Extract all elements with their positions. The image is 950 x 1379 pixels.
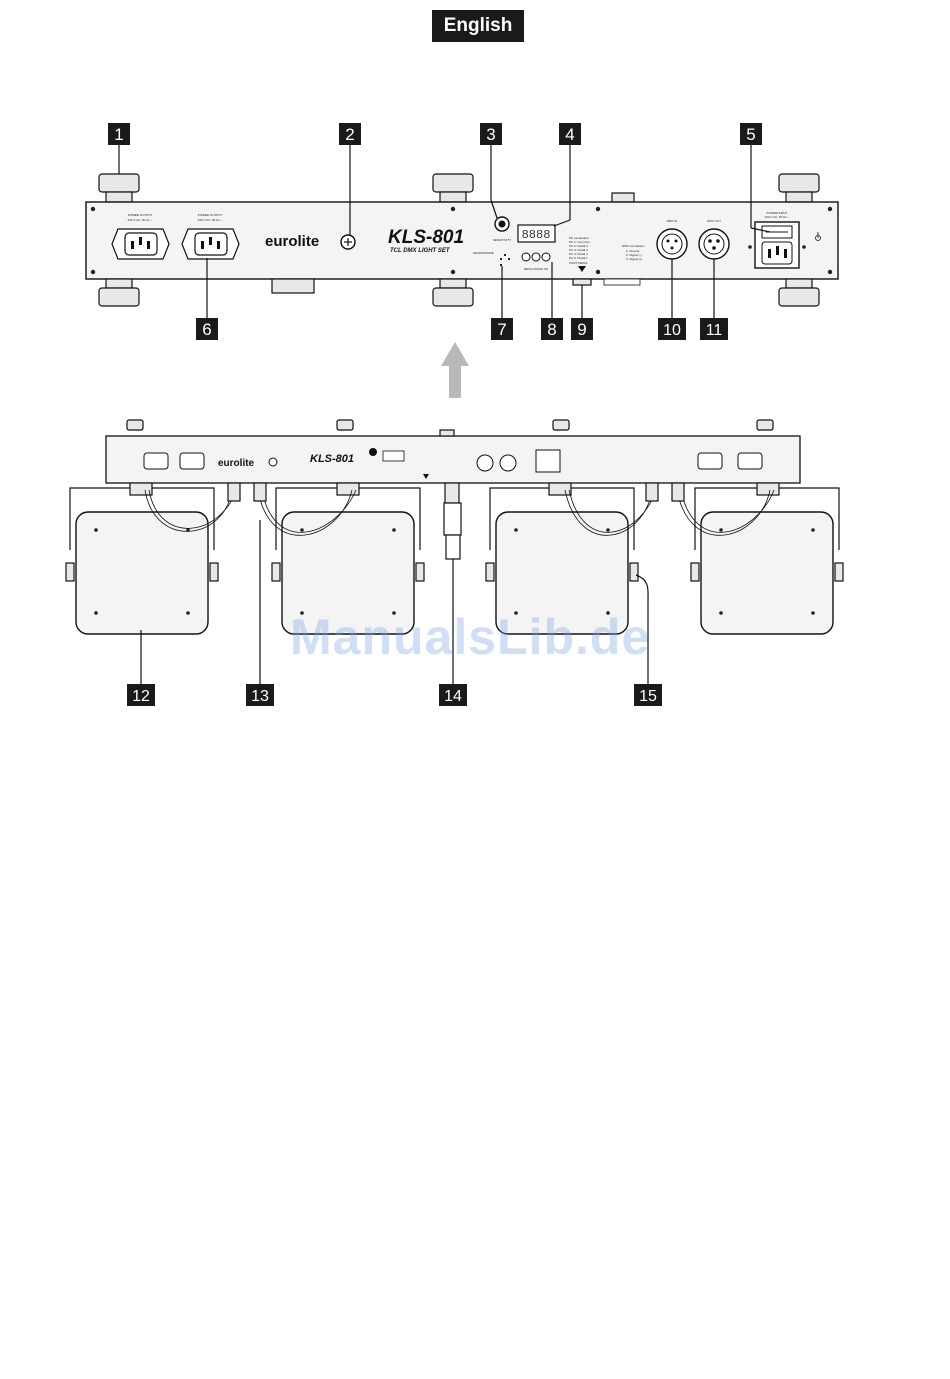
svg-text:14: 14: [444, 688, 462, 705]
callout-10: 10: [658, 318, 686, 340]
bar-body: [105, 435, 801, 484]
spot-1: [65, 482, 219, 635]
microphone-holes: [500, 254, 510, 266]
foot-knob: [432, 173, 474, 203]
svg-text:1: Ground: 1: Ground: [626, 249, 640, 253]
front-panel-detail: POWER OUTPUT 230 V AC, 50 Hz ~ POWER OUT…: [85, 145, 839, 318]
callout-14: 14: [439, 684, 467, 706]
cable-clips: [271, 278, 315, 294]
svg-text:11: 11: [706, 322, 723, 339]
callout-9: 9: [571, 318, 593, 340]
menu-buttons: MENU DOWN UP: [521, 252, 551, 271]
microphone-label: MICROPHONE: [473, 251, 494, 255]
svg-text:MENU DOWN UP: MENU DOWN UP: [524, 267, 548, 271]
callout-15: 15: [634, 684, 662, 706]
foot-knob: [98, 173, 140, 203]
svg-text:8: 8: [547, 320, 556, 339]
callout-1: 1: [108, 123, 130, 145]
svg-text:230 V AC, 50 Hz ~: 230 V AC, 50 Hz ~: [765, 215, 790, 219]
svg-text:13: 13: [251, 688, 269, 705]
foot-knob: [778, 173, 820, 203]
svg-text:FOOT PEDAL: FOOT PEDAL: [569, 261, 588, 265]
fuse-holder: [340, 234, 356, 250]
svg-text:3: Signal (+): 3: Signal (+): [626, 257, 642, 261]
svg-text:15: 15: [639, 688, 657, 705]
svg-text:SENSITIVITY: SENSITIVITY: [493, 238, 511, 242]
svg-text:Pin 4: Pedal 2: Pin 4: Pedal 2: [569, 252, 588, 256]
callout-4: 4: [559, 123, 581, 145]
svg-text:Pin 1: Common: Pin 1: Common: [569, 240, 590, 244]
dmx-occupation: DMX occupation: 1: Ground 2: Signal (-) …: [622, 244, 645, 261]
spot-2: [271, 482, 425, 635]
callout-5: 5: [740, 123, 762, 145]
foot-knob: [432, 278, 474, 307]
svg-text:4: 4: [565, 125, 574, 144]
spot-3: [485, 482, 639, 635]
model-subtitle: TCL DMX LIGHT SET: [390, 248, 451, 254]
foot-knob: [98, 278, 140, 307]
svg-text:9: 9: [577, 320, 586, 339]
svg-text:DMX IN: DMX IN: [667, 219, 678, 223]
svg-text:DMX occupation:: DMX occupation:: [622, 244, 645, 248]
callout-12: 12: [127, 684, 155, 706]
svg-text:10: 10: [663, 322, 681, 339]
svg-text:Pin 5: Pedal 1: Pin 5: Pedal 1: [569, 256, 588, 260]
model-name: KLS-801: [388, 227, 464, 248]
callout-7: 7: [491, 318, 513, 340]
svg-text:230 V AC, 50 Hz ~: 230 V AC, 50 Hz ~: [198, 218, 223, 222]
callout-2: 2: [339, 123, 361, 145]
svg-text:1: 1: [114, 125, 123, 144]
svg-text:5: 5: [746, 125, 755, 144]
svg-text:230 V AC, 50 Hz ~: 230 V AC, 50 Hz ~: [128, 218, 153, 222]
language-badge: English: [432, 10, 524, 42]
svg-text:8888: 8888: [522, 228, 551, 242]
svg-text:3: 3: [486, 125, 495, 144]
foot-pedal-socket: [572, 278, 592, 286]
power-input-socket: POWER INPUT 230 V AC, 50 Hz ~: [748, 211, 821, 269]
pin-assignment: Pin occupation: Pin 1: Common Pin 2: Ped…: [569, 236, 590, 272]
callout-8: 8: [541, 318, 563, 340]
svg-text:POWER OUTPUT: POWER OUTPUT: [128, 213, 153, 217]
svg-text:POWER OUTPUT: POWER OUTPUT: [198, 213, 223, 217]
pedal-bracket: [611, 192, 635, 203]
spot-4: [690, 482, 844, 635]
zoom-arrow: [441, 342, 469, 398]
power-output-socket: POWER OUTPUT 230 V AC, 50 Hz ~: [111, 213, 170, 260]
callout-3: 3: [480, 123, 502, 145]
brand-logo: eurolite: [265, 233, 319, 250]
callout-6: 6: [196, 318, 218, 340]
foot-knob: [778, 278, 820, 307]
svg-text:eurolite: eurolite: [218, 458, 255, 469]
svg-text:7: 7: [497, 320, 506, 339]
svg-text:DMX OUT: DMX OUT: [707, 219, 721, 223]
svg-text:6: 6: [202, 320, 211, 339]
svg-text:2: Signal (-): 2: Signal (-): [626, 253, 642, 257]
led-display: [517, 224, 556, 243]
svg-text:Pin 2: Pedal 4: Pin 2: Pedal 4: [569, 244, 588, 248]
light-set-overview: eurolite KLS-801: [65, 419, 844, 684]
svg-text:2: 2: [345, 125, 354, 144]
sensitivity-knob: SENSITIVITY: [493, 216, 511, 242]
watermark: ManualsLib.de: [290, 609, 651, 665]
svg-text:Pin 3: Pedal 3: Pin 3: Pedal 3: [569, 248, 588, 252]
svg-text:KLS-801: KLS-801: [310, 453, 354, 465]
power-output-socket: POWER OUTPUT 230 V AC, 50 Hz ~: [181, 213, 240, 260]
svg-text:POWER INPUT: POWER INPUT: [766, 211, 787, 215]
callout-13: 13: [246, 684, 274, 706]
callout-11: 11: [700, 318, 728, 340]
svg-text:Pin occupation:: Pin occupation:: [569, 236, 590, 240]
svg-text:12: 12: [132, 688, 150, 705]
